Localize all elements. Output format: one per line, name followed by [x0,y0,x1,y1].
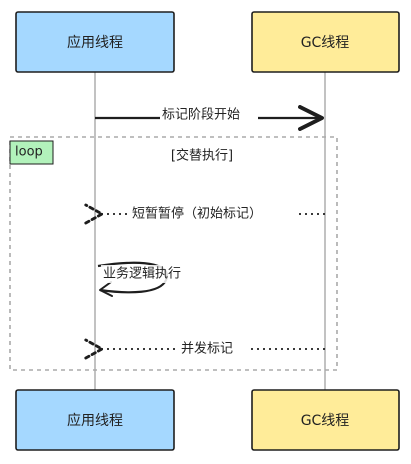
gc-thread-header: GC线程 [251,11,400,73]
message-start-marking-label: 标记阶段开始 [162,108,240,123]
loop-frame-border [9,136,338,371]
loop-label-box [9,140,54,165]
gc-thread-header-label: GC线程 [301,35,350,51]
message-short-pause-label: 短暂暂停（初始标记） [132,206,262,222]
app-thread-footer: 应用线程 [15,389,175,451]
message-short-pause: 短暂暂停（初始标记） [102,204,325,224]
gc-thread-footer-label: GC线程 [301,413,350,429]
loop-condition: [交替执行] [171,148,233,164]
loop-frame: loop [交替执行] [9,136,338,371]
message-start-marking: 标记阶段开始 [95,105,324,131]
message-business-logic-arrowhead [99,281,113,297]
gc-thread-footer: GC线程 [251,389,400,451]
message-concurrent-marking: 并发标记 [102,339,325,359]
app-thread-footer-label: 应用线程 [67,412,123,429]
app-thread-header-label: 应用线程 [67,34,123,51]
app-thread-header: 应用线程 [15,11,175,73]
message-business-logic: 业务逻辑执行 [97,261,211,297]
loop-label: loop [15,145,43,160]
message-concurrent-marking-label: 并发标记 [181,341,233,357]
message-business-logic-label: 业务逻辑执行 [103,266,181,282]
